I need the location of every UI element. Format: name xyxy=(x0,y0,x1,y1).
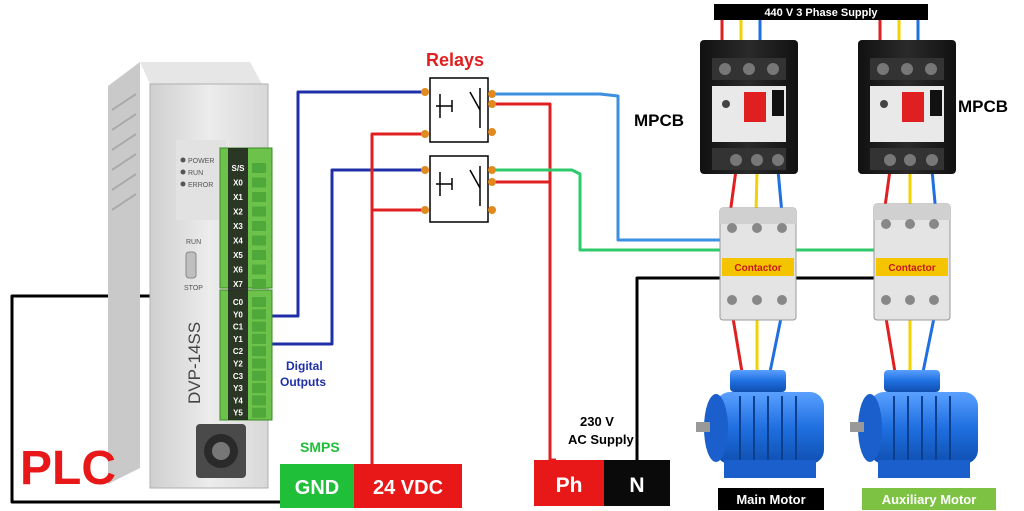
main-motor xyxy=(696,370,824,478)
contactor-left-label: Contactor xyxy=(734,263,781,274)
output-terminal-c3: C3 xyxy=(233,372,244,381)
svg-text:Ph: Ph xyxy=(556,474,583,497)
output-terminal-y3: Y3 xyxy=(233,384,243,393)
input-terminal-screw xyxy=(252,163,266,173)
mpcb-right xyxy=(858,40,956,174)
indicator-error: ERROR xyxy=(188,182,213,189)
relays-label: Relays xyxy=(426,50,484,70)
input-terminal-x0: X0 xyxy=(233,179,243,188)
output-terminal-y2: Y2 xyxy=(233,360,243,369)
wire-24vdc xyxy=(370,132,425,470)
svg-text:Digital: Digital xyxy=(286,359,323,373)
wire-relay2-contactor2 xyxy=(492,168,937,252)
input-terminal-x5: X5 xyxy=(233,251,243,260)
smps-label: SMPS xyxy=(300,439,340,455)
output-terminal-y4: Y4 xyxy=(233,396,243,405)
svg-text:N: N xyxy=(629,474,644,497)
output-terminal-screw xyxy=(252,358,266,369)
switch-run-label: RUN xyxy=(186,239,201,246)
input-terminal-x2: X2 xyxy=(233,208,243,217)
supply-bar-label: 440 V 3 Phase Supply xyxy=(764,7,878,19)
relay-2 xyxy=(421,155,496,223)
main-motor-label-box: Main Motor xyxy=(718,488,824,510)
input-terminal-screw xyxy=(252,235,266,246)
input-terminal-screw xyxy=(252,279,266,289)
output-terminal-screw xyxy=(252,370,266,381)
smps-gnd: GND xyxy=(280,464,354,508)
input-terminal-x7: X7 xyxy=(233,280,243,289)
plc-unit: POWER RUN ERROR RUN STOP DVP-14SS S/S X0X… xyxy=(108,62,273,489)
ac-supply-label: 230 V AC Supply xyxy=(568,414,634,447)
digital-outputs-label: Digital Outputs xyxy=(280,359,326,389)
main-motor-label: Main Motor xyxy=(736,492,805,507)
input-terminal-screw xyxy=(252,221,266,231)
auxiliary-motor xyxy=(850,370,978,478)
input-terminal-screw xyxy=(252,206,266,217)
wire-y0-relay1 xyxy=(258,90,425,318)
output-terminal-screw xyxy=(252,309,266,320)
mpcb-left-label: MPCB xyxy=(634,111,684,130)
input-terminal-x4: X4 xyxy=(233,237,243,246)
input-terminal-screw xyxy=(252,264,266,275)
smps-24vdc: 24 VDC xyxy=(354,464,462,508)
relay-1 xyxy=(421,77,496,143)
output-terminal-screw xyxy=(252,383,266,394)
output-terminal-screw xyxy=(252,333,266,344)
output-terminal-y0: Y0 xyxy=(233,310,243,319)
output-terminal-c2: C2 xyxy=(233,347,244,356)
contactor-right: Contactor xyxy=(873,203,951,321)
svg-text:Outputs: Outputs xyxy=(280,375,326,389)
wire-y1-relay2 xyxy=(258,168,425,346)
output-terminal-screw xyxy=(252,297,266,307)
svg-text:24 VDC: 24 VDC xyxy=(373,477,443,499)
output-terminal-y5: Y5 xyxy=(233,409,243,418)
aux-motor-label-box: Auxiliary Motor xyxy=(862,488,996,510)
input-terminal-screw xyxy=(252,192,266,202)
wire-phase xyxy=(492,102,556,462)
mpcb-left xyxy=(700,40,798,174)
svg-text:GND: GND xyxy=(295,477,339,499)
output-terminal-screw xyxy=(252,395,266,406)
input-terminal-x1: X1 xyxy=(233,193,243,202)
ac-neutral: N xyxy=(604,460,670,506)
mpcb-right-label: MPCB xyxy=(958,97,1008,116)
input-terminal-ss: S/S xyxy=(232,164,246,173)
ac-phase: Ph xyxy=(534,460,604,506)
output-terminal-screw xyxy=(252,321,266,332)
contactor-left: Contactor xyxy=(719,207,797,321)
indicator-run: RUN xyxy=(188,170,203,177)
three-phase-supply: 440 V 3 Phase Supply xyxy=(714,4,928,20)
svg-text:AC Supply: AC Supply xyxy=(568,432,634,447)
output-terminal-screw xyxy=(252,407,266,418)
switch-stop-label: STOP xyxy=(184,285,203,292)
aux-motor-label: Auxiliary Motor xyxy=(882,492,977,507)
output-terminal-y1: Y1 xyxy=(233,335,243,344)
plc-model: DVP-14SS xyxy=(185,322,204,404)
output-terminal-screw xyxy=(252,346,266,357)
plc-label: PLC xyxy=(20,442,116,495)
input-terminal-x3: X3 xyxy=(233,222,243,231)
svg-text:230 V: 230 V xyxy=(580,414,614,429)
output-terminal-c0: C0 xyxy=(233,298,244,307)
input-terminal-screw xyxy=(252,177,266,188)
input-terminal-x6: X6 xyxy=(233,266,243,275)
run-stop-switch[interactable] xyxy=(185,251,197,279)
output-terminal-c1: C1 xyxy=(233,323,244,332)
contactor-right-label: Contactor xyxy=(888,263,935,274)
indicator-power: POWER xyxy=(188,158,214,165)
input-terminal-screw xyxy=(252,250,266,260)
